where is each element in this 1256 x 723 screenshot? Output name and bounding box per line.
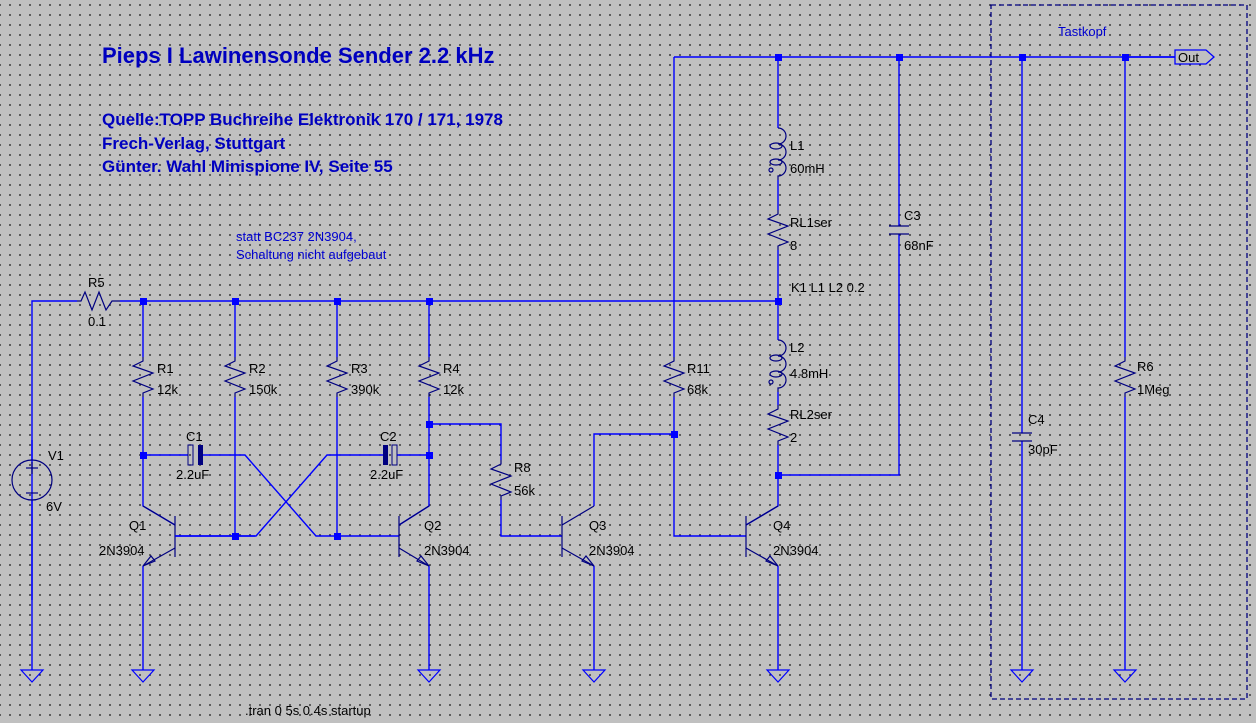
transistor-q4[interactable] bbox=[745, 505, 779, 567]
c3-value-label[interactable]: 68nF bbox=[904, 238, 934, 253]
resistor-rl1ser[interactable] bbox=[766, 210, 790, 250]
r6-name-label: R6 bbox=[1137, 359, 1154, 374]
r6-value-label[interactable]: 1Meg bbox=[1137, 382, 1170, 397]
inductor-l2[interactable] bbox=[768, 339, 787, 392]
resistor-r8[interactable] bbox=[489, 460, 513, 500]
output-port-label: Out bbox=[1178, 50, 1199, 65]
ground-icon bbox=[19, 669, 45, 683]
rl1ser-name-label: RL1ser bbox=[790, 215, 833, 230]
c1-name-label: C1 bbox=[186, 429, 203, 444]
inductor-l1[interactable] bbox=[768, 127, 787, 180]
q4-name-label: Q4 bbox=[773, 518, 790, 533]
rl2ser-value-label[interactable]: 2 bbox=[790, 430, 797, 445]
rl2ser-name-label: RL2ser bbox=[790, 407, 833, 422]
transistor-q3[interactable] bbox=[561, 505, 595, 567]
r11-name-label: R11 bbox=[687, 361, 710, 376]
r3-value-label[interactable]: 390k bbox=[351, 382, 380, 397]
c3-name-label: C3 bbox=[904, 208, 921, 223]
r2-name-label: R2 bbox=[249, 361, 266, 376]
probe-box bbox=[990, 4, 1248, 700]
ground-icon bbox=[1009, 669, 1035, 683]
l1-value-label[interactable]: 60mH bbox=[790, 161, 825, 176]
simulation-directive[interactable]: .tran 0 5s 0.4s startup bbox=[245, 703, 371, 718]
r5-value-label[interactable]: 0.1 bbox=[88, 314, 106, 329]
source-line-2: Frech-Verlag, Stuttgart bbox=[102, 134, 286, 153]
resistor-r2[interactable] bbox=[223, 357, 247, 397]
resistor-r4[interactable] bbox=[417, 357, 441, 397]
c4-value-label[interactable]: 30pF bbox=[1028, 442, 1058, 457]
capacitor-c3[interactable] bbox=[889, 225, 909, 235]
r1-value-label[interactable]: 12k bbox=[157, 382, 178, 397]
r5-name-label: R5 bbox=[88, 275, 105, 290]
q2-name-label: Q2 bbox=[424, 518, 441, 533]
r1-name-label: R1 bbox=[157, 361, 174, 376]
q3-value-label[interactable]: 2N3904 bbox=[589, 543, 635, 558]
c4-name-label: C4 bbox=[1028, 412, 1045, 427]
q4-value-label[interactable]: 2N3904 bbox=[773, 543, 819, 558]
ground-icon bbox=[765, 669, 791, 683]
r8-name-label: R8 bbox=[514, 460, 531, 475]
source-line-1: Quelle:TOPP Buchreihe Elektronik 170 / 1… bbox=[102, 110, 503, 129]
r3-name-label: R3 bbox=[351, 361, 368, 376]
resistor-r1[interactable] bbox=[131, 357, 155, 397]
l2-name-label: L2 bbox=[790, 340, 804, 355]
capacitor-c1[interactable] bbox=[187, 444, 203, 466]
q1-value-label[interactable]: 2N3904 bbox=[99, 543, 145, 558]
ground-icon bbox=[1112, 669, 1138, 683]
source-line-3: Günter. Wahl Minispione IV, Seite 55 bbox=[102, 157, 393, 176]
r11-value-label[interactable]: 68k bbox=[687, 382, 708, 397]
resistor-rl2ser[interactable] bbox=[766, 405, 790, 445]
q1-name-label: Q1 bbox=[129, 518, 146, 533]
ground-icon bbox=[581, 669, 607, 683]
transistor-q1[interactable] bbox=[142, 505, 255, 567]
v1-name-label: V1 bbox=[48, 448, 64, 463]
l2-value-label[interactable]: 4.8mH bbox=[790, 366, 828, 381]
schematic-title: Pieps I Lawinensonde Sender 2.2 kHz bbox=[102, 43, 494, 68]
ground-icon bbox=[416, 669, 442, 683]
resistor-r11[interactable] bbox=[662, 357, 686, 397]
ground-icon bbox=[130, 669, 156, 683]
resistor-r6[interactable] bbox=[1113, 357, 1137, 397]
q3-name-label: Q3 bbox=[589, 518, 606, 533]
capacitor-c2[interactable] bbox=[383, 444, 398, 466]
resistor-r3[interactable] bbox=[325, 357, 349, 397]
r4-name-label: R4 bbox=[443, 361, 460, 376]
r4-value-label[interactable]: 12k bbox=[443, 382, 464, 397]
probe-box-label: Tastkopf bbox=[1058, 24, 1107, 39]
r2-value-label[interactable]: 150k bbox=[249, 382, 278, 397]
c2-value-label[interactable]: 2.2uF bbox=[370, 467, 403, 482]
r8-value-label[interactable]: 56k bbox=[514, 483, 535, 498]
note-line-1: statt BC237 2N3904, bbox=[236, 229, 357, 244]
output-port[interactable]: Out bbox=[1125, 49, 1215, 65]
note-line-2: Schaltung nicht aufgebaut bbox=[236, 247, 387, 262]
resistor-r5[interactable] bbox=[77, 290, 120, 312]
q2-value-label[interactable]: 2N3904 bbox=[424, 543, 470, 558]
l1-name-label: L1 bbox=[790, 138, 804, 153]
coupling-directive[interactable]: K1 L1 L2 0.2 bbox=[791, 280, 865, 295]
capacitor-c4[interactable] bbox=[1012, 432, 1032, 442]
v1-value-label[interactable]: 6V bbox=[46, 499, 62, 514]
transistor-q2[interactable] bbox=[398, 505, 430, 567]
rl1ser-value-label[interactable]: 8 bbox=[790, 238, 797, 253]
c1-value-label[interactable]: 2.2uF bbox=[176, 467, 209, 482]
c2-name-label: C2 bbox=[380, 429, 397, 444]
voltage-source-v1[interactable] bbox=[11, 440, 53, 501]
